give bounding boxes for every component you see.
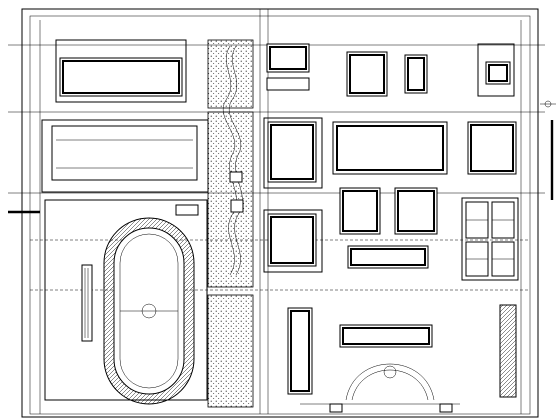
entrance-plaza-arc-2 xyxy=(351,369,429,401)
building-east-main xyxy=(332,121,448,175)
gate-post-west xyxy=(329,403,343,413)
entrance-fountain xyxy=(383,365,397,379)
building-training-hall xyxy=(51,125,198,181)
building-lab-1 xyxy=(339,187,381,235)
field-center-circle xyxy=(141,303,157,319)
building-east-mid xyxy=(347,245,429,269)
building-ne-2 xyxy=(404,54,428,94)
entrance-plaza-arc-1 xyxy=(345,363,435,401)
block-mid-frame xyxy=(263,117,323,189)
building-mid-south xyxy=(267,213,317,267)
building-east-side xyxy=(467,121,517,175)
east-hatched-strip xyxy=(499,304,517,398)
garden-kiosk xyxy=(230,199,244,213)
building-ne-small xyxy=(485,61,511,85)
garden-pavilion xyxy=(229,171,243,183)
block-ne-frame xyxy=(477,43,515,97)
courts-frame xyxy=(461,197,519,281)
garden-path-2 xyxy=(229,45,243,276)
building-mid-center xyxy=(267,121,317,183)
building-mid-north-1 xyxy=(266,43,310,73)
building-mid-north-2 xyxy=(266,77,310,91)
block-mid-south-frame xyxy=(263,209,323,273)
small-pavilion xyxy=(175,204,199,216)
grandstand xyxy=(81,264,93,342)
block-nw-frame xyxy=(55,39,187,103)
survey-marker xyxy=(544,100,552,108)
sports-ground-frame xyxy=(44,199,208,401)
building-lab-2 xyxy=(394,187,438,235)
building-nw-long-inner xyxy=(62,60,180,94)
garden-north xyxy=(207,39,254,109)
garden-south xyxy=(207,294,254,408)
building-main-south xyxy=(339,324,433,348)
garden-path-1 xyxy=(223,45,237,276)
building-nw-long xyxy=(59,57,183,97)
building-ne-1 xyxy=(346,51,388,97)
site-boundary-inner xyxy=(29,15,531,415)
gate-post-east xyxy=(439,403,453,413)
